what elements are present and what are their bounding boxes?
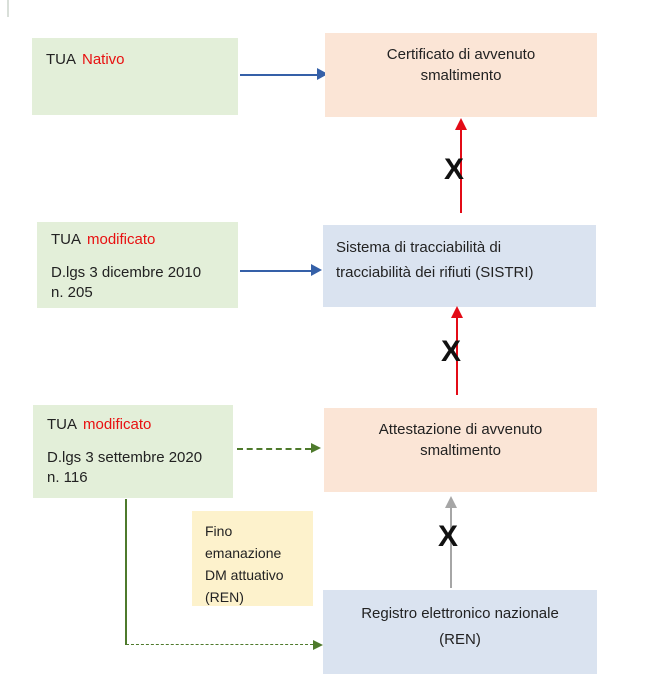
- attestazione-line1: Attestazione di avvenuto: [378, 421, 543, 438]
- fino-line4: (REN): [205, 589, 244, 605]
- box-certificato: Certificato di avvenuto smaltimento: [325, 33, 597, 117]
- tua-2020-law-line2: n. 116: [47, 469, 88, 486]
- connector-2020-to-ren-horizontal: [126, 644, 313, 645]
- tua-2010-law-line2: n. 205: [51, 284, 93, 301]
- arrow-nativo-to-certificato-line: [240, 74, 319, 76]
- arrow-2010-to-sistri-line: [240, 270, 313, 272]
- arrow-ren-to-attestazione-head: [445, 496, 457, 508]
- arrow-ren-to-attestazione-line: [450, 507, 452, 588]
- connector-2020-to-ren-vertical: [125, 499, 127, 645]
- tua-2020-law: D.lgs 3 settembre 2020 n. 116: [47, 448, 219, 488]
- box-sistri: Sistema di tracciabilità di tracciabilit…: [323, 225, 596, 307]
- tua-2010-emphasis: modificato: [87, 231, 156, 248]
- attestazione-line2: smaltimento: [420, 442, 501, 459]
- box-tua-modificato-2010: TUA modificato D.lgs 3 dicembre 2010 n. 2…: [37, 222, 238, 308]
- tua-2020-emphasis: modificato: [83, 416, 152, 433]
- sistri-line2: tracciabilità dei rifiuti (SISTRI): [336, 264, 534, 281]
- cross-mark-3: X: [438, 520, 459, 553]
- fino-line3: DM attuativo: [205, 567, 284, 583]
- arrow-2010-to-sistri-head: [311, 264, 322, 276]
- fino-line1: Fino: [205, 523, 233, 539]
- box-fino-emanazione: Fino emanazione DM attuativo (REN): [192, 511, 313, 606]
- arrow-sistri-to-certificato-head: [455, 118, 467, 130]
- cross-mark-1: X: [444, 153, 465, 186]
- tua-nativo-emphasis: Nativo: [82, 51, 125, 68]
- arrow-attestazione-to-sistri-line: [456, 317, 458, 395]
- box-tua-modificato-2020: TUA modificato D.lgs 3 settembre 2020 n. …: [33, 405, 233, 498]
- arrow-nativo-to-certificato-head: [317, 68, 328, 80]
- arrow-attestazione-to-sistri-head: [451, 306, 463, 318]
- sistri-line1: Sistema di tracciabilità di: [336, 239, 502, 256]
- arrow-2020-to-attestazione-line: [237, 448, 311, 450]
- tua-2020-law-line1: D.lgs 3 settembre 2020: [47, 449, 203, 466]
- connector-2020-to-ren-head: [313, 640, 323, 650]
- tua-2020-prefix: TUA: [47, 416, 77, 433]
- ren-line1: Registro elettronico nazionale: [361, 605, 559, 622]
- tua-2010-prefix: TUA: [51, 231, 81, 248]
- box-attestazione: Attestazione di avvenuto smaltimento: [324, 408, 597, 492]
- cross-mark-2: X: [441, 335, 462, 368]
- tua-2010-law: D.lgs 3 dicembre 2010 n. 205: [51, 263, 224, 303]
- tua-2020-title: TUA modificato: [47, 415, 219, 435]
- certificato-line2: smaltimento: [420, 67, 502, 84]
- page-edge-line: [7, 0, 9, 17]
- arrow-sistri-to-certificato-line: [460, 129, 462, 213]
- fino-line2: emanazione: [205, 545, 282, 561]
- tua-nativo-prefix: TUA: [46, 51, 76, 68]
- arrow-2020-to-attestazione-head: [311, 443, 321, 453]
- tua-2010-title: TUA modificato: [51, 230, 224, 250]
- certificato-line1: Certificato di avvenuto: [386, 46, 536, 63]
- box-tua-nativo: TUA Nativo: [32, 38, 238, 115]
- box-ren: Registro elettronico nazionale (REN): [323, 590, 597, 674]
- ren-line2: (REN): [439, 631, 481, 648]
- tua-2010-law-line1: D.lgs 3 dicembre 2010: [51, 264, 202, 281]
